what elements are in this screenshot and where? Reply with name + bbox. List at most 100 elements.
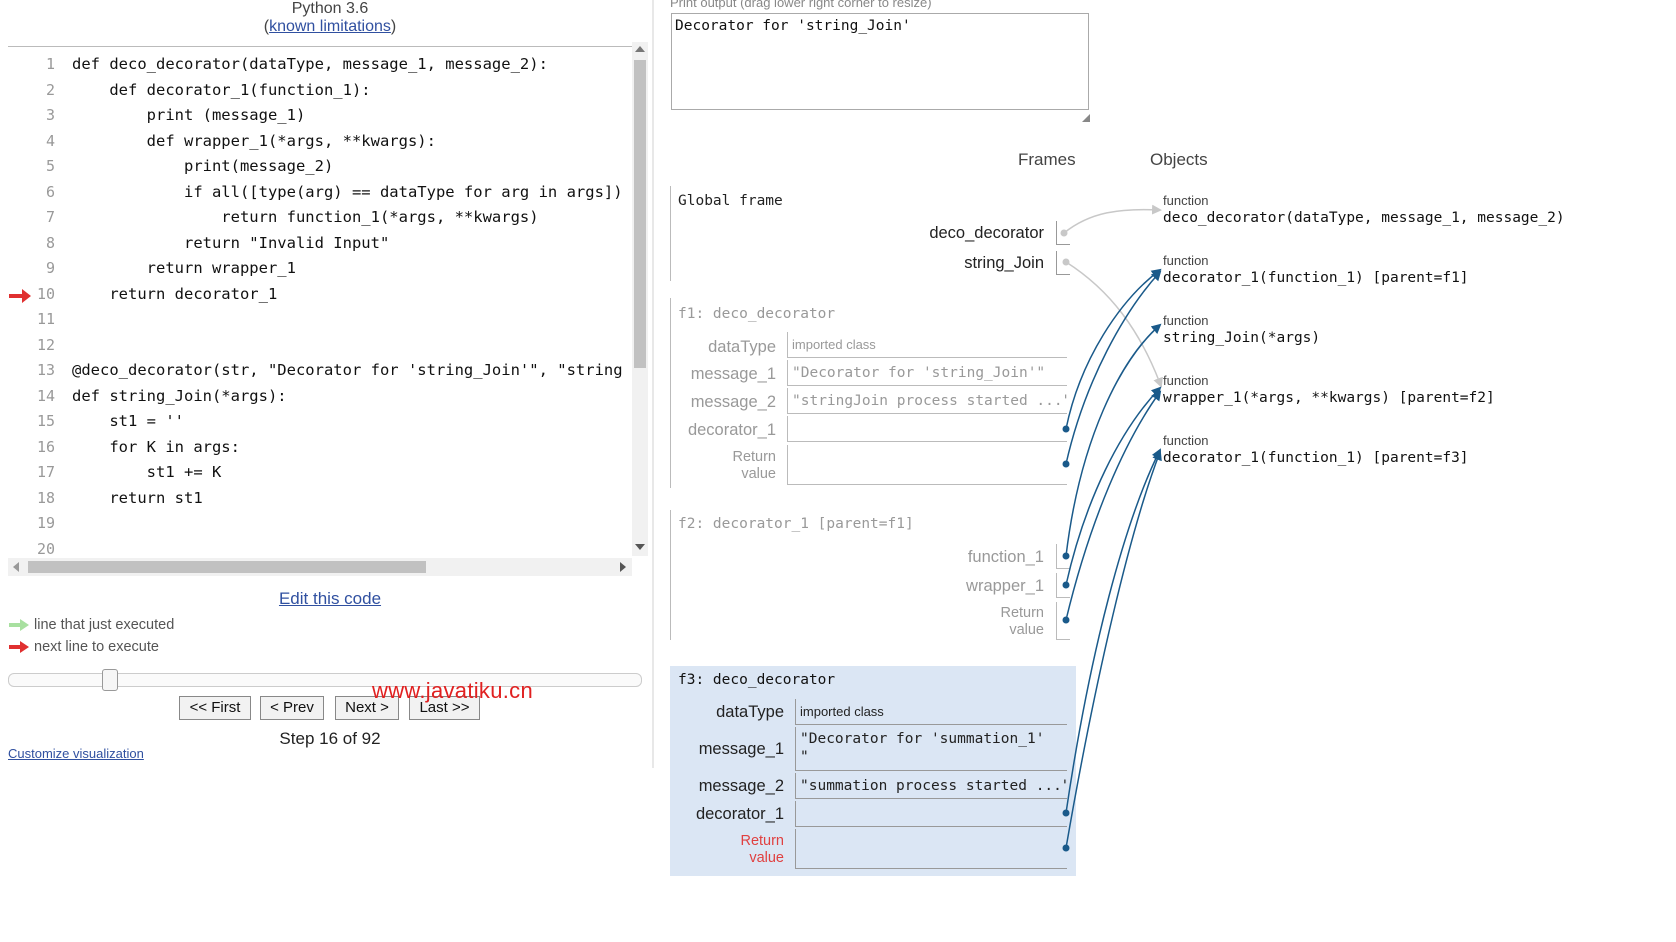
line-number: 18 bbox=[36, 488, 55, 507]
code-horizontal-scrollbar[interactable] bbox=[8, 558, 632, 576]
scroll-down-icon[interactable] bbox=[635, 544, 645, 550]
pointer-deco_decorator bbox=[1060, 204, 1162, 237]
f3-var-message_1-value: "Decorator for 'summation_1' " bbox=[795, 727, 1067, 771]
line-number: 17 bbox=[36, 463, 55, 481]
code-text: return st1 bbox=[72, 488, 203, 507]
code-text: return function_1(*args, **kwargs) bbox=[72, 208, 539, 226]
line-number: 8 bbox=[45, 233, 55, 252]
code-text: def decorator_1(function_1): bbox=[72, 80, 371, 99]
frames-header: Frames bbox=[1018, 150, 1076, 169]
customize-visualization: Customize visualization bbox=[8, 746, 144, 761]
code-text: def string_Join(*args): bbox=[72, 386, 287, 405]
object-0-type: function bbox=[1163, 193, 1209, 208]
object-1-type: function bbox=[1163, 253, 1209, 268]
pointer-string_Join bbox=[1062, 258, 1163, 388]
known-limitations-link[interactable]: known limitations bbox=[269, 18, 391, 35]
line-number: 13 bbox=[36, 361, 55, 379]
f1-var-message_2: message_2 bbox=[690, 393, 776, 411]
edit-code-link[interactable]: Edit this code bbox=[278, 589, 382, 608]
code-text: def wrapper_1(*args, **kwargs): bbox=[72, 131, 436, 150]
f2-var-wrapper_1-box bbox=[1056, 573, 1070, 598]
code-text: st1 += K bbox=[72, 463, 222, 481]
f1-var-message_1-value: "Decorator for 'string_Join'" bbox=[787, 360, 1067, 386]
f2-var-wrapper_1: wrapper_1 bbox=[966, 577, 1044, 595]
print-output-box[interactable] bbox=[671, 13, 1089, 110]
object-3-type: function bbox=[1163, 373, 1209, 388]
line-number: 15 bbox=[36, 412, 55, 430]
line-number: 5 bbox=[45, 157, 55, 175]
vertical-scroll-thumb[interactable] bbox=[634, 60, 646, 368]
global-var-string_Join: string_Join bbox=[964, 254, 1044, 272]
f1-return-label: Return value bbox=[732, 449, 776, 482]
prev-button[interactable]: < Prev bbox=[260, 696, 324, 720]
python-version-label: Python 3.6 bbox=[291, 0, 369, 17]
first-button[interactable]: << First bbox=[179, 696, 251, 720]
scroll-right-icon[interactable] bbox=[620, 562, 626, 572]
f3-var-message_1: message_1 bbox=[698, 740, 784, 758]
object-2-type: function bbox=[1163, 313, 1209, 328]
objects-header: Objects bbox=[1150, 150, 1208, 169]
object-4-type: function bbox=[1163, 433, 1209, 448]
f2-return-label: Return value bbox=[1000, 605, 1044, 638]
f3-return-label: Return value bbox=[740, 833, 784, 866]
code-text: if all([type(arg) == dataType for arg in… bbox=[72, 182, 623, 201]
line-number: 1 bbox=[45, 55, 55, 73]
f3-frame-title: f3: deco_decorator bbox=[678, 672, 836, 688]
horizontal-scroll-thumb[interactable] bbox=[28, 561, 426, 573]
code-text: print(message_2) bbox=[72, 157, 334, 175]
last-button[interactable]: Last >> bbox=[409, 696, 480, 720]
step-slider[interactable] bbox=[8, 673, 642, 687]
next-button[interactable]: Next > bbox=[335, 696, 399, 720]
line-number: 9 bbox=[45, 259, 55, 277]
next-line-arrow-icon bbox=[9, 289, 31, 303]
limits-close-paren: ) bbox=[390, 18, 397, 35]
code-text: return decorator_1 bbox=[72, 284, 278, 303]
line-number: 11 bbox=[36, 310, 55, 328]
code-text: print (message_1) bbox=[72, 106, 306, 124]
f1-frame-title: f1: deco_decorator bbox=[678, 306, 836, 322]
known-limitations: (known limitations) bbox=[0, 18, 660, 36]
resize-grip-icon[interactable] bbox=[1082, 114, 1090, 122]
f3-var-dataType-value: imported class bbox=[795, 699, 1067, 725]
code-text: return "Invalid Input" bbox=[72, 233, 390, 252]
executed-arrow-icon bbox=[9, 619, 29, 631]
scroll-left-icon[interactable] bbox=[13, 562, 19, 572]
line-number: 7 bbox=[45, 208, 55, 226]
customize-visualization-link[interactable]: Customize visualization bbox=[8, 746, 144, 761]
f1-var-dataType: dataType bbox=[708, 338, 776, 356]
object-4-signature: decorator_1(function_1) [parent=f3] bbox=[1163, 450, 1469, 466]
f2-return-box bbox=[1056, 602, 1070, 640]
pointer-f1-return bbox=[1062, 270, 1162, 468]
f3-return-box bbox=[795, 829, 1067, 869]
edit-code: Edit this code bbox=[0, 589, 660, 609]
f1-frame-bar bbox=[670, 298, 671, 488]
line-number: 19 bbox=[36, 514, 55, 532]
line-number: 3 bbox=[45, 106, 55, 124]
pointer-f2-return bbox=[1062, 390, 1162, 624]
code-text: @deco_decorator(str, "Decorator for 'str… bbox=[72, 361, 623, 379]
pointer-f2-wrapper_1 bbox=[1062, 386, 1162, 589]
print-output-text: Decorator for 'string_Join' bbox=[675, 18, 911, 34]
global-var-string_Join-box bbox=[1056, 251, 1070, 275]
line-number: 20 bbox=[36, 539, 55, 558]
line-number: 10 bbox=[36, 284, 55, 303]
global-var-deco_decorator: deco_decorator bbox=[929, 224, 1044, 242]
line-number: 14 bbox=[36, 386, 55, 405]
global-frame-bar bbox=[670, 186, 671, 281]
pane-divider bbox=[652, 0, 654, 768]
f2-frame-title: f2: decorator_1 [parent=f1] bbox=[678, 516, 914, 532]
step-slider-handle[interactable] bbox=[102, 669, 118, 691]
code-text: def deco_decorator(dataType, message_1, … bbox=[72, 55, 548, 73]
scroll-up-icon[interactable] bbox=[635, 46, 645, 52]
f1-var-message_2-value: "stringJoin process started ..." bbox=[787, 388, 1067, 414]
pointer-f2-function_1 bbox=[1062, 323, 1162, 560]
line-number: 16 bbox=[36, 437, 55, 456]
line-number: 4 bbox=[45, 131, 55, 150]
f3-var-dataType: dataType bbox=[716, 703, 784, 721]
pointer-f1-decorator_1 bbox=[1062, 268, 1162, 433]
code-vertical-scrollbar[interactable] bbox=[632, 42, 648, 556]
pointer-f3-decorator_1 bbox=[1062, 448, 1161, 817]
f3-var-message_2: message_2 bbox=[698, 777, 784, 795]
legend-next-label: next line to execute bbox=[34, 639, 159, 655]
code-text: return wrapper_1 bbox=[72, 259, 296, 277]
